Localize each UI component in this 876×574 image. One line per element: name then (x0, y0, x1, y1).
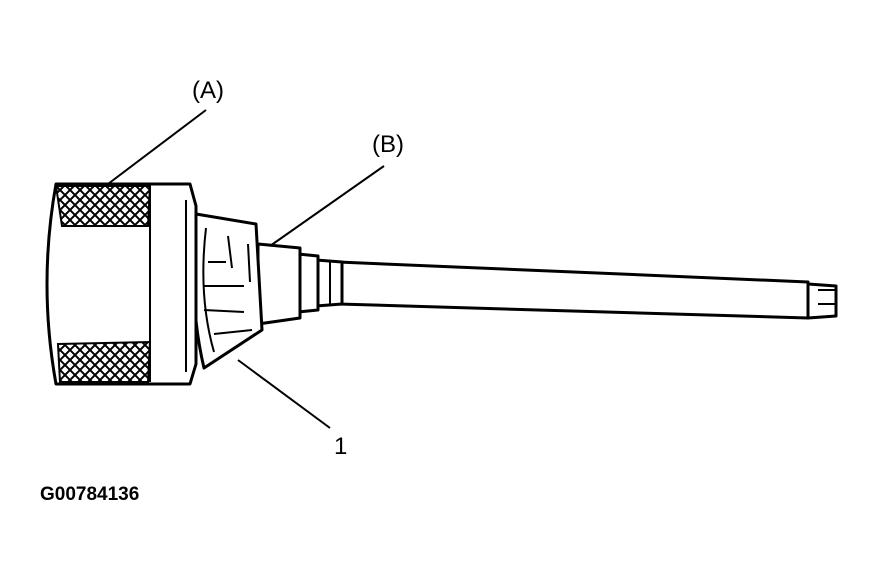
callout-label-a: (A) (192, 77, 224, 104)
callout-label-b: (B) (372, 131, 404, 158)
shaft (336, 260, 838, 320)
leader-line-b (269, 165, 385, 247)
callout-label-1: 1 (334, 433, 347, 460)
leader-line-1 (237, 359, 331, 429)
figure-id: G00784136 (40, 484, 139, 505)
bearing-cone (191, 212, 264, 370)
leader-line-a (107, 109, 207, 185)
collar (256, 242, 344, 326)
knurled-body (45, 182, 198, 386)
